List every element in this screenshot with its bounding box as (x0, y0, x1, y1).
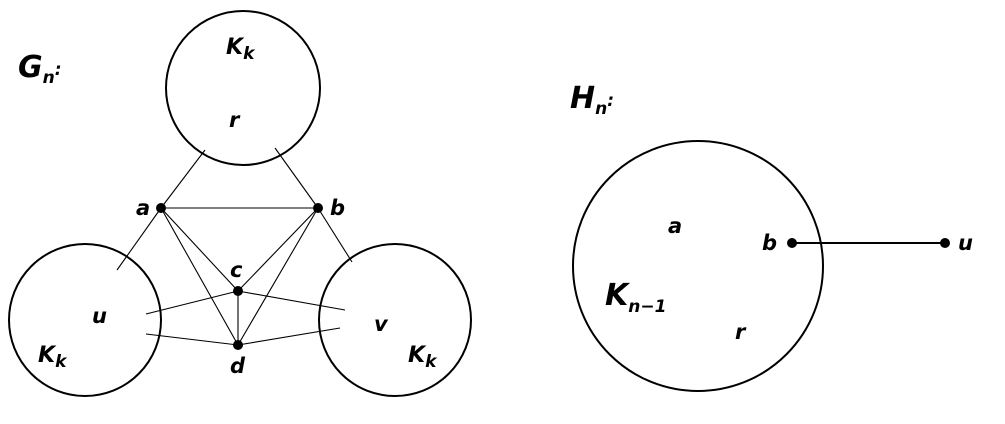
edge-d-left (145, 333, 239, 346)
graph-h-title: Hn: (570, 81, 614, 119)
edge-top-a (160, 149, 206, 209)
label-h-u: u (958, 231, 973, 255)
edge-a-d (160, 207, 239, 346)
label-u: u (92, 304, 107, 328)
vertex-h-u (940, 238, 950, 248)
graph-h: Hn: a b r u Kn−1 (570, 81, 973, 392)
edge-b-d (237, 207, 319, 346)
label-r: r (229, 108, 241, 132)
graph-g-title: Gn: (18, 50, 62, 88)
vertex-a (156, 203, 166, 213)
label-c: c (230, 258, 243, 282)
edge-a-left (116, 207, 162, 271)
label-h-b: b (762, 231, 777, 255)
edge-b-c (237, 207, 319, 292)
vertex-d (233, 340, 243, 350)
label-h-r: r (735, 320, 747, 344)
label-a: a (136, 196, 150, 220)
clique-large (572, 140, 824, 392)
edge-c-left (145, 290, 239, 315)
label-h-clique: Kn−1 (605, 278, 666, 317)
label-left-clique: Kk (38, 343, 68, 372)
edge-top-b (274, 147, 319, 209)
vertex-c (233, 286, 243, 296)
edge-b-right (317, 207, 353, 263)
graph-g: Gn: r a b c d u v (8, 10, 472, 397)
clique-top (165, 10, 321, 166)
edge-c-right (237, 290, 346, 311)
label-top-clique: Kk (226, 35, 256, 64)
vertex-h-b (787, 238, 797, 248)
label-v: v (374, 312, 389, 336)
vertex-b (313, 203, 323, 213)
edge-a-c (160, 207, 239, 292)
label-d: d (230, 354, 246, 378)
clique-left (8, 243, 162, 397)
label-right-clique: Kk (408, 343, 438, 372)
clique-right (318, 243, 472, 397)
label-b: b (330, 196, 345, 220)
label-h-a: a (668, 214, 682, 238)
edge-d-right (237, 327, 341, 346)
